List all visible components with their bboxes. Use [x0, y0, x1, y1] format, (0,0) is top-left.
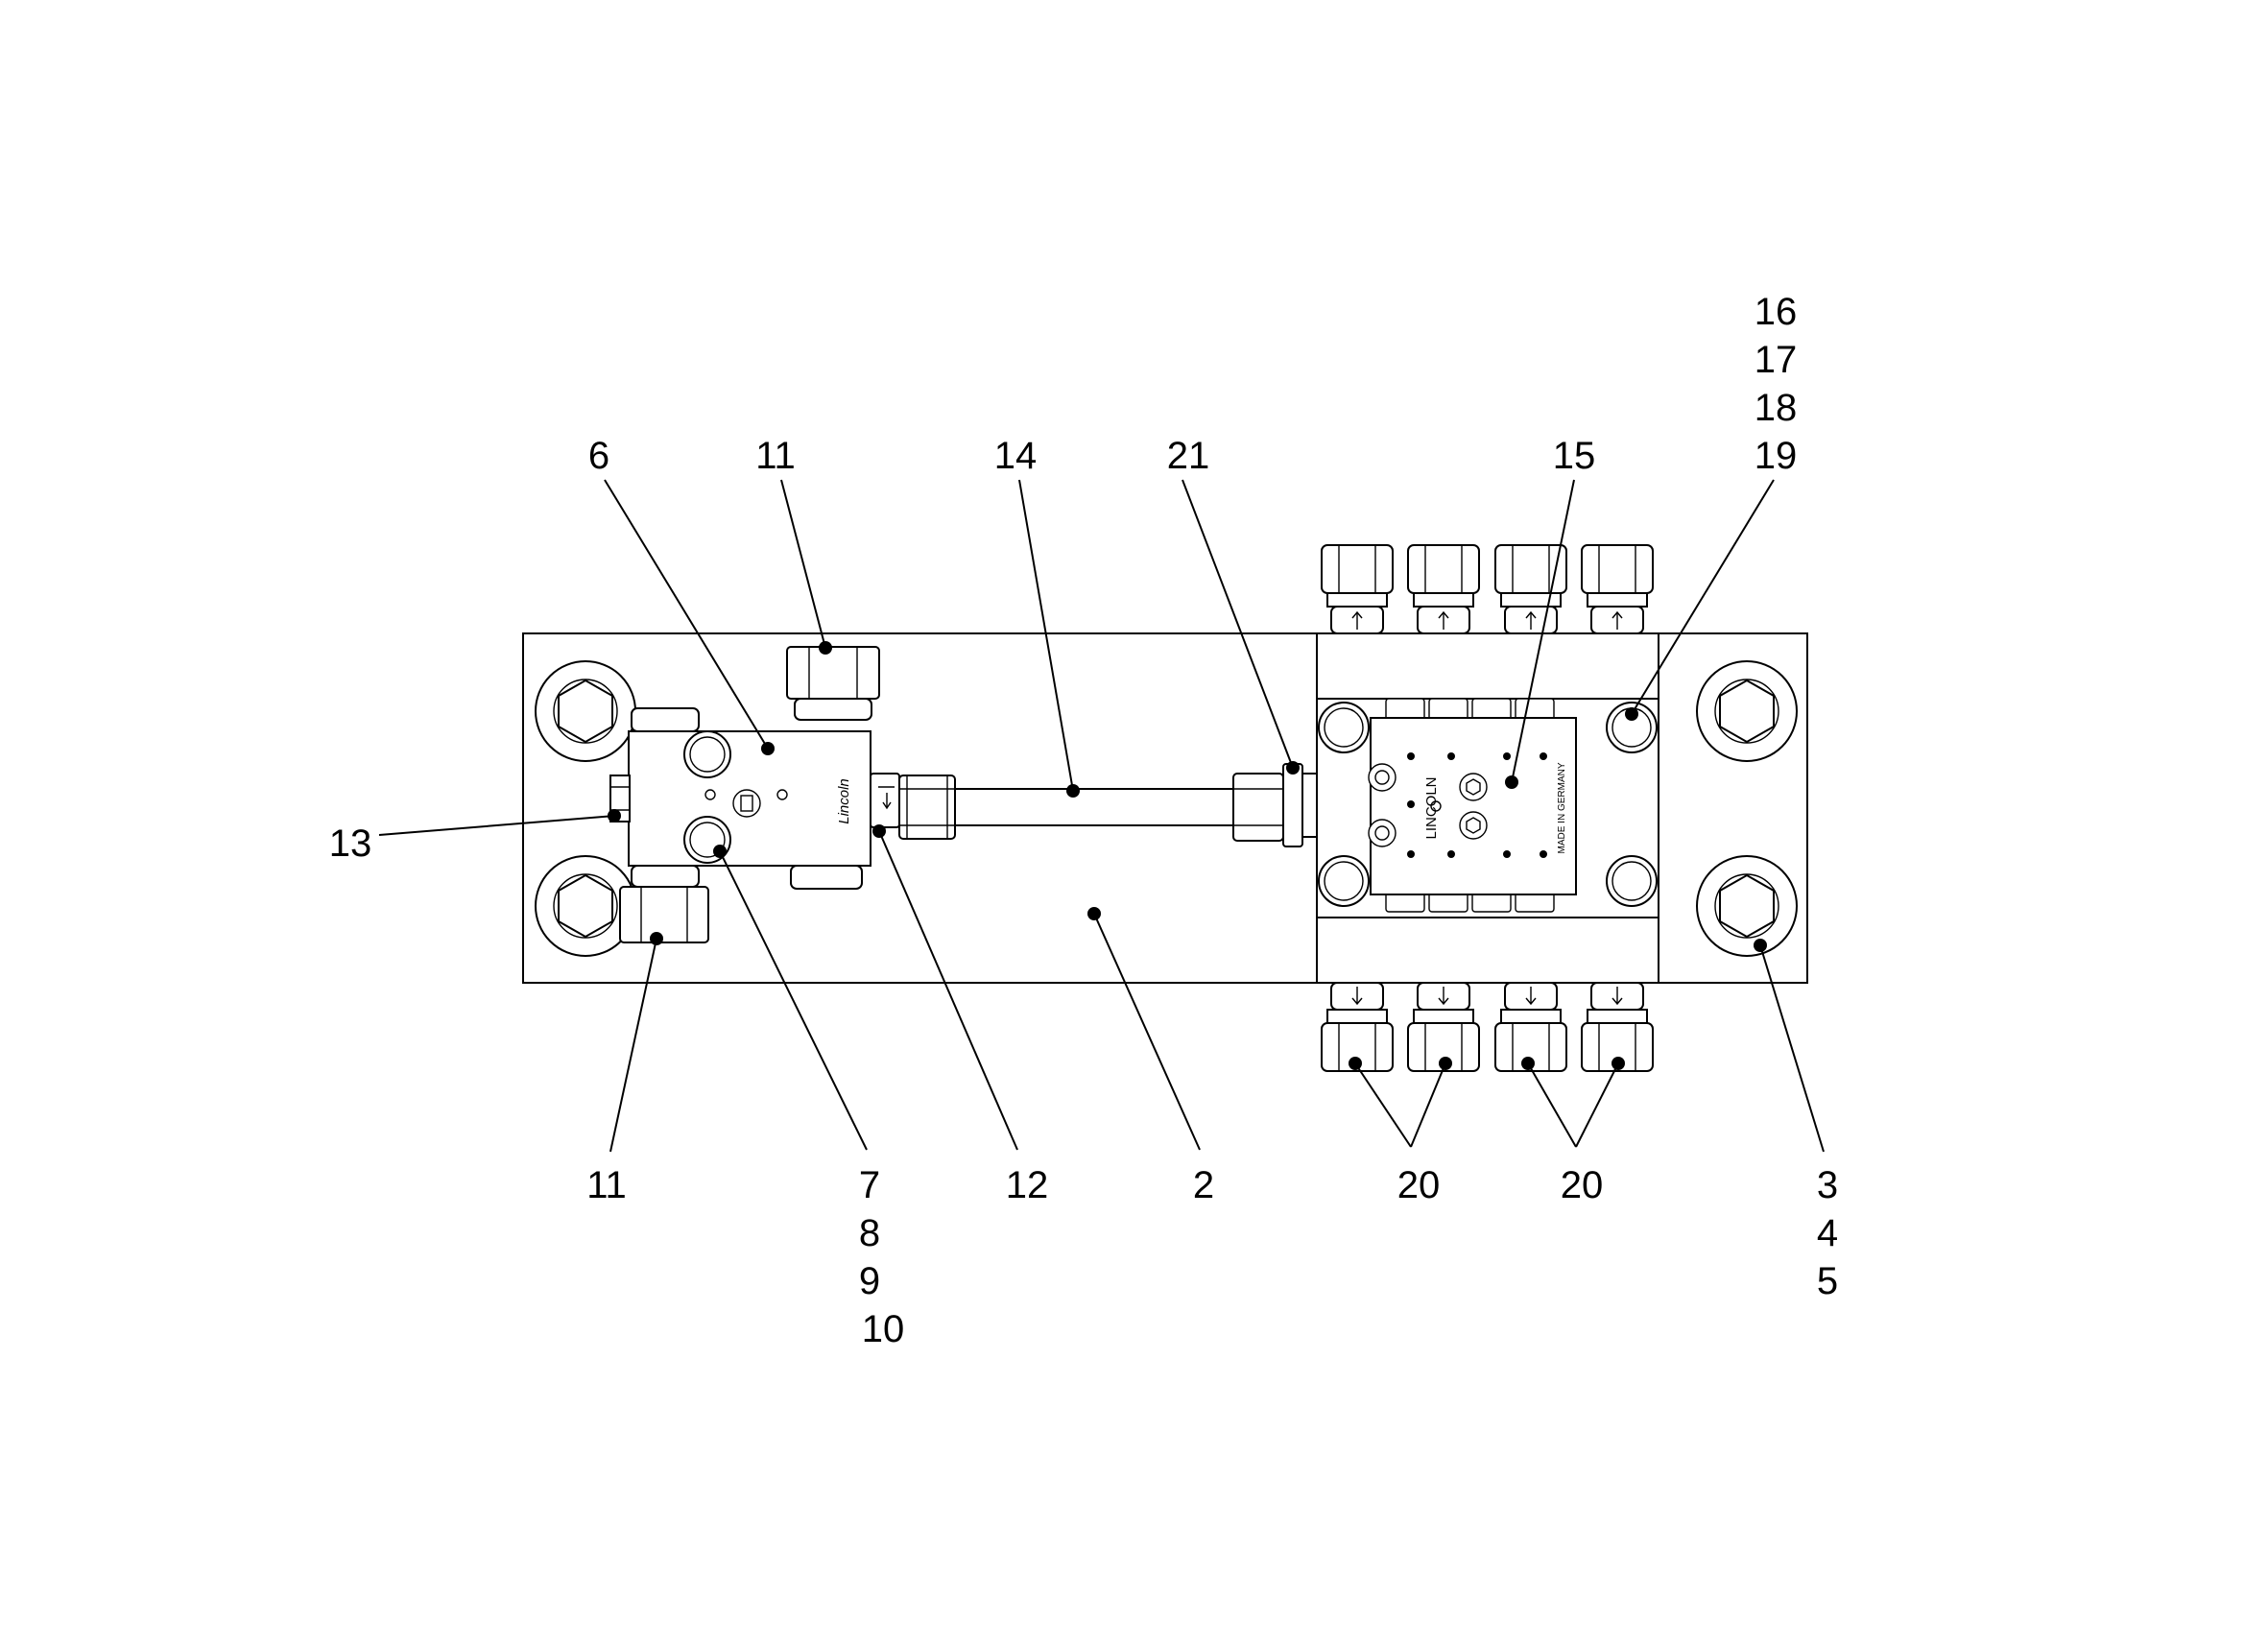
leader-lines — [378, 479, 1825, 1153]
callout-17: 17 — [1755, 339, 1798, 381]
tube-assembly — [898, 763, 1318, 847]
callout-7: 7 — [859, 1164, 880, 1206]
callout-12: 12 — [1006, 1164, 1049, 1206]
valve-body: Lincoln — [609, 646, 900, 943]
callout-14: 14 — [994, 435, 1038, 477]
callout-21: 21 — [1167, 435, 1210, 477]
bolt-top-left — [535, 660, 636, 762]
callout-16: 16 — [1755, 291, 1798, 333]
base-plate — [522, 632, 1808, 984]
mounting-bolts — [535, 660, 1798, 957]
callout-2: 2 — [1193, 1164, 1214, 1206]
callout-5: 5 — [1817, 1260, 1838, 1302]
block-origin-label: MADE IN GERMANY — [1557, 762, 1567, 853]
callout-11-top: 11 — [755, 435, 796, 477]
callout-4: 4 — [1817, 1212, 1838, 1254]
block-brand-label: LINCOLN — [1423, 776, 1440, 839]
callout-8: 8 — [859, 1212, 880, 1254]
callout-15: 15 — [1553, 435, 1596, 477]
outlet-fittings-top — [1321, 544, 1654, 634]
callout-18: 18 — [1755, 387, 1798, 429]
valve-brand-label: Lincoln — [836, 778, 852, 824]
callout-13: 13 — [329, 822, 372, 865]
callout-3: 3 — [1817, 1164, 1838, 1206]
distributor-block: LINCOLN MADE IN GERMANY — [1318, 698, 1658, 913]
callout-20-right: 20 — [1561, 1164, 1604, 1206]
bolt-bottom-right — [1696, 855, 1798, 957]
outlet-fittings-bottom — [1321, 982, 1654, 1072]
callout-11-bottom: 11 — [586, 1164, 627, 1206]
bolt-top-right — [1696, 660, 1798, 762]
callout-6: 6 — [588, 435, 609, 477]
callout-labels: 6 11 14 21 15 16 17 18 19 13 11 7 8 9 10… — [329, 291, 1838, 1350]
callout-19: 19 — [1755, 435, 1798, 477]
callout-10: 10 — [862, 1308, 905, 1350]
callout-20-left: 20 — [1397, 1164, 1441, 1206]
callout-9: 9 — [859, 1260, 880, 1302]
